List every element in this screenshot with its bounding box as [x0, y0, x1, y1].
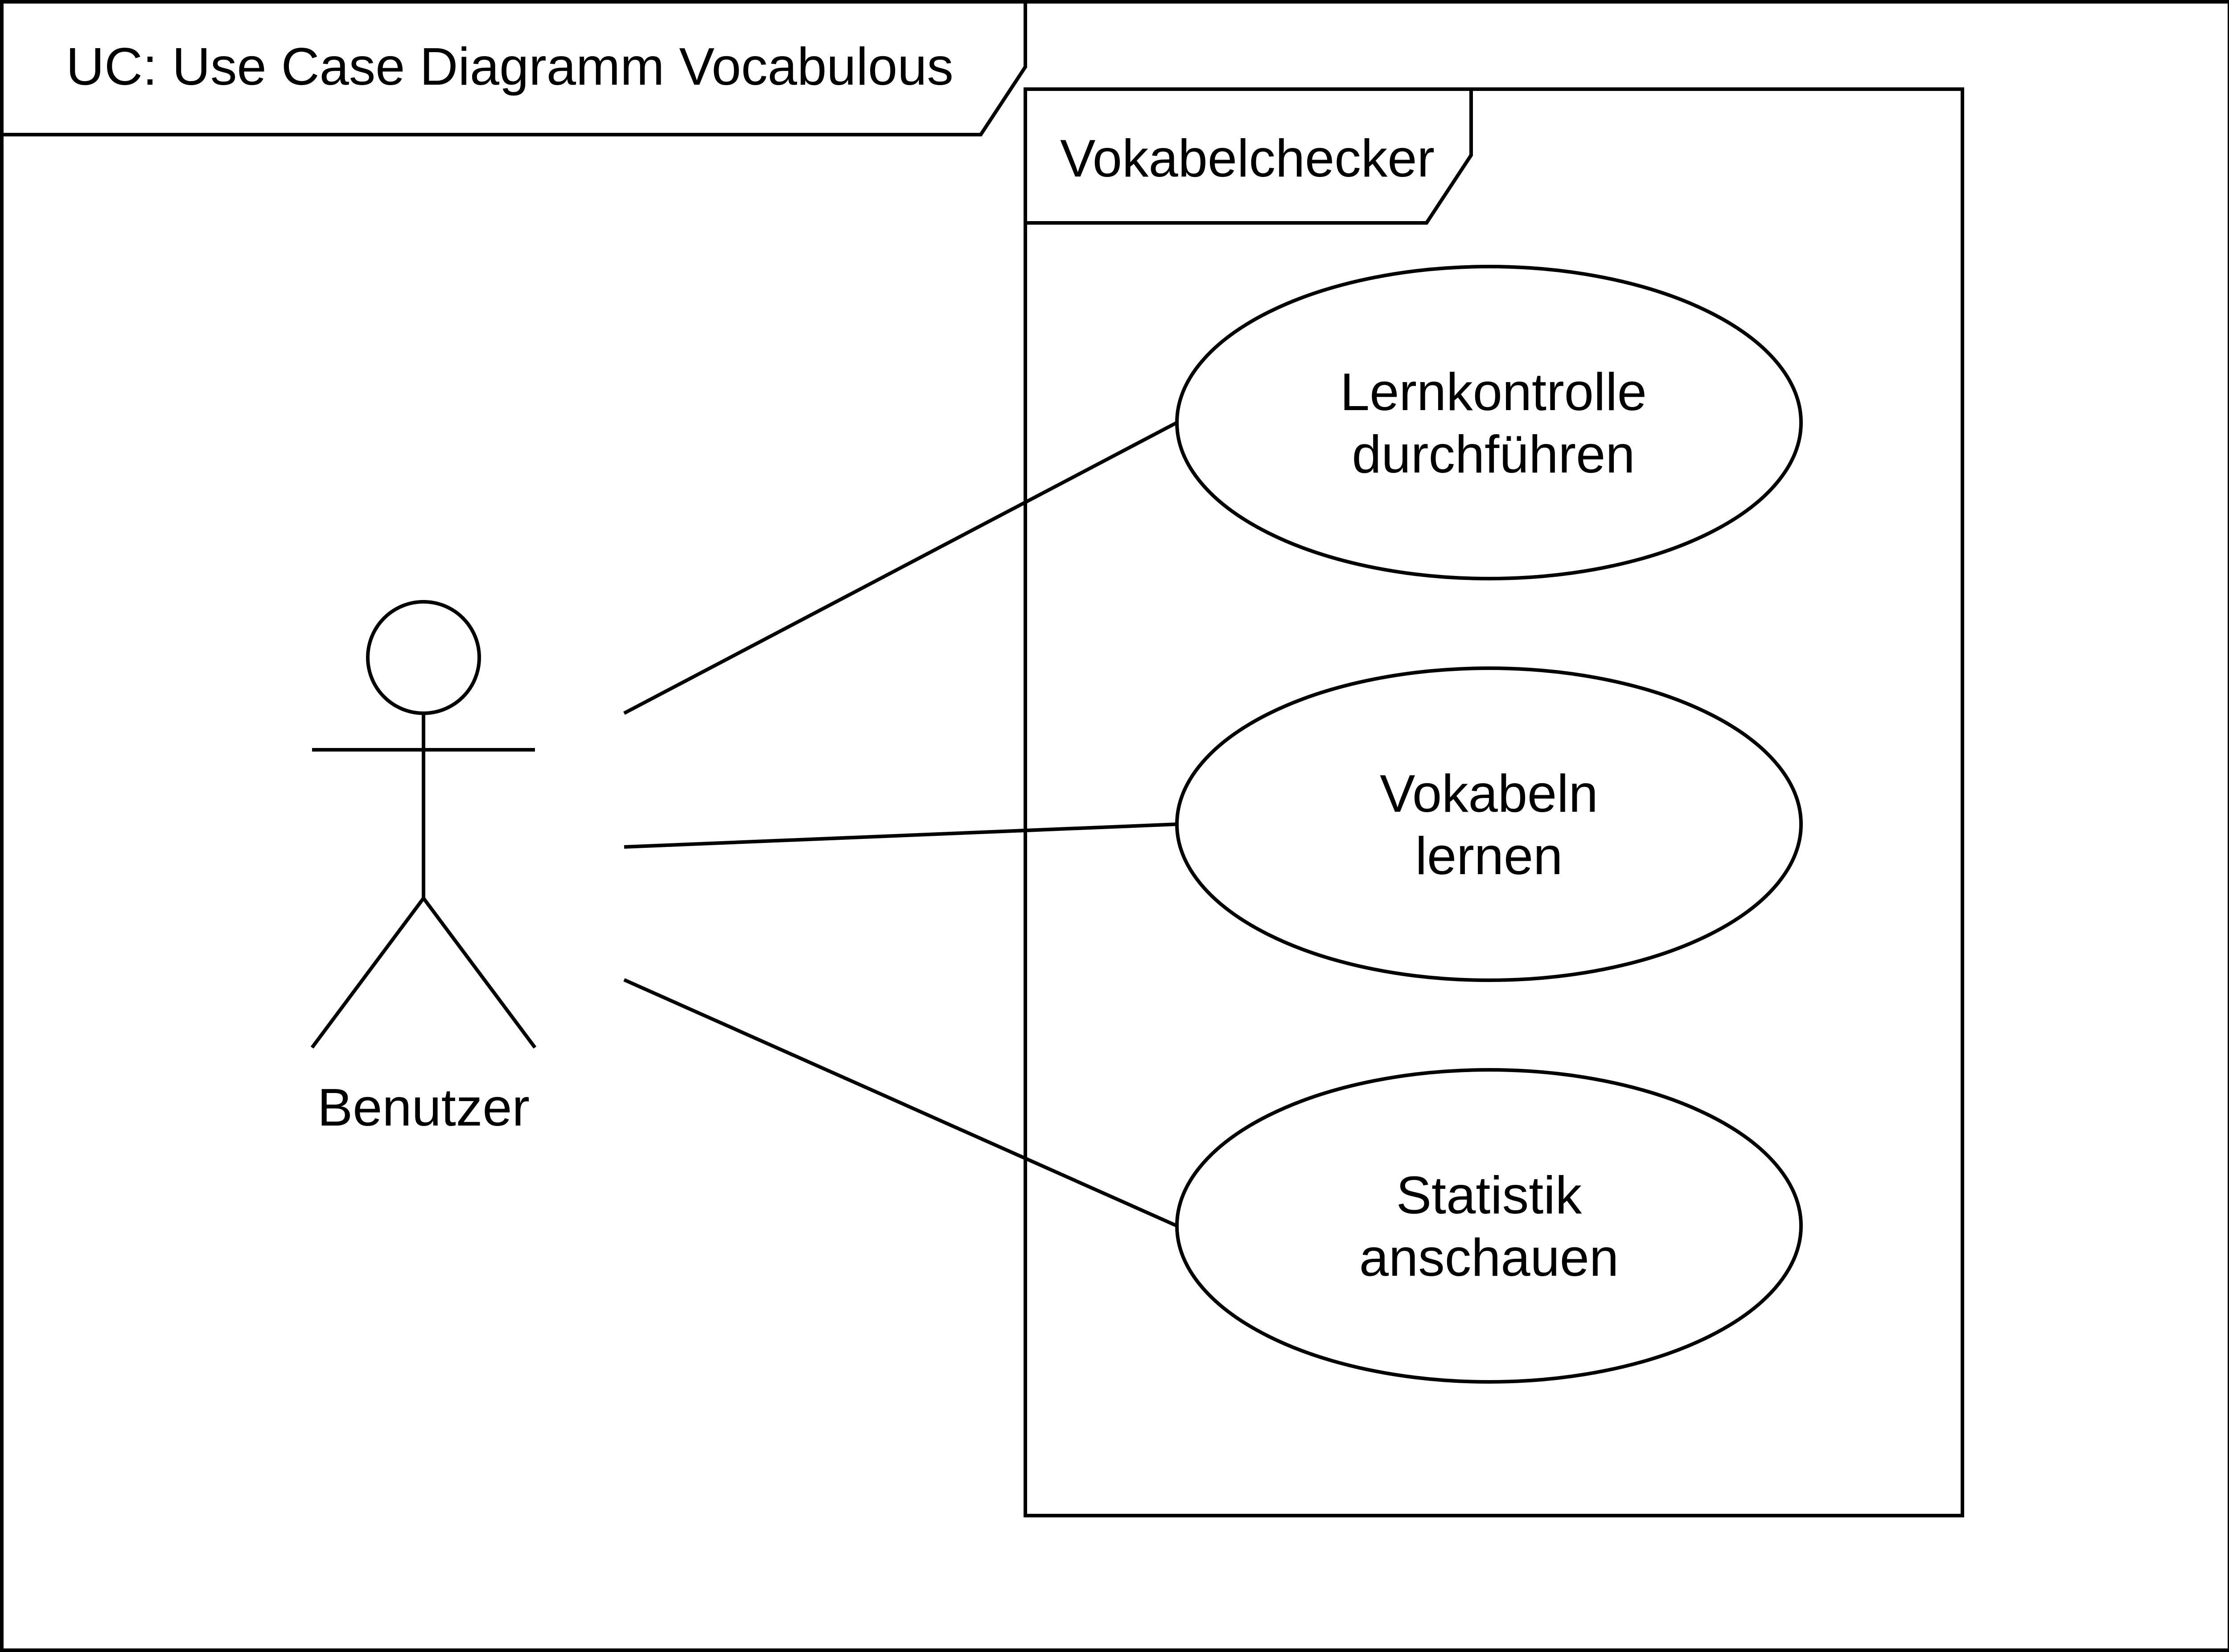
- use-case-lernkontrolle: Lernkontrolle durchführen: [1175, 265, 1803, 580]
- use-case-label-line2: anschauen: [1359, 1228, 1619, 1287]
- use-case-label-line1: Statistik: [1396, 1166, 1582, 1225]
- actor-benutzer: Benutzer: [310, 600, 537, 1137]
- outer-frame-title-tab: [2, 2, 1027, 136]
- use-case-ellipse: [1175, 1068, 1803, 1384]
- association-line-statistik: [623, 978, 1178, 1228]
- use-case-label-line2: durchführen: [1352, 425, 1635, 484]
- use-case-vokabeln-lernen: Vokabeln lernen: [1175, 666, 1803, 982]
- system-boundary: [1024, 87, 1964, 1517]
- use-case-label-line1: Vokabeln: [1380, 764, 1598, 823]
- use-case-label-line2: lernen: [1415, 826, 1563, 886]
- use-case-statistik: Statistik anschauen: [1175, 1068, 1803, 1384]
- actor-left-leg: [310, 897, 425, 1049]
- use-case-ellipse: [1175, 666, 1803, 982]
- use-case-label-line1: Lernkontrolle: [1340, 362, 1647, 422]
- association-line-vokabeln: [624, 822, 1177, 849]
- association-line-lernkontrolle: [623, 421, 1178, 715]
- actor-label: Benutzer: [317, 1078, 530, 1137]
- actor-right-leg: [422, 897, 537, 1049]
- system-title-tab: [1025, 89, 1473, 225]
- actor-head: [366, 600, 481, 715]
- use-case-ellipse: [1175, 265, 1803, 580]
- outer-frame-title: UC: Use Case Diagramm Vocabulous: [66, 37, 954, 96]
- system-title: Vokabelchecker: [1060, 129, 1435, 188]
